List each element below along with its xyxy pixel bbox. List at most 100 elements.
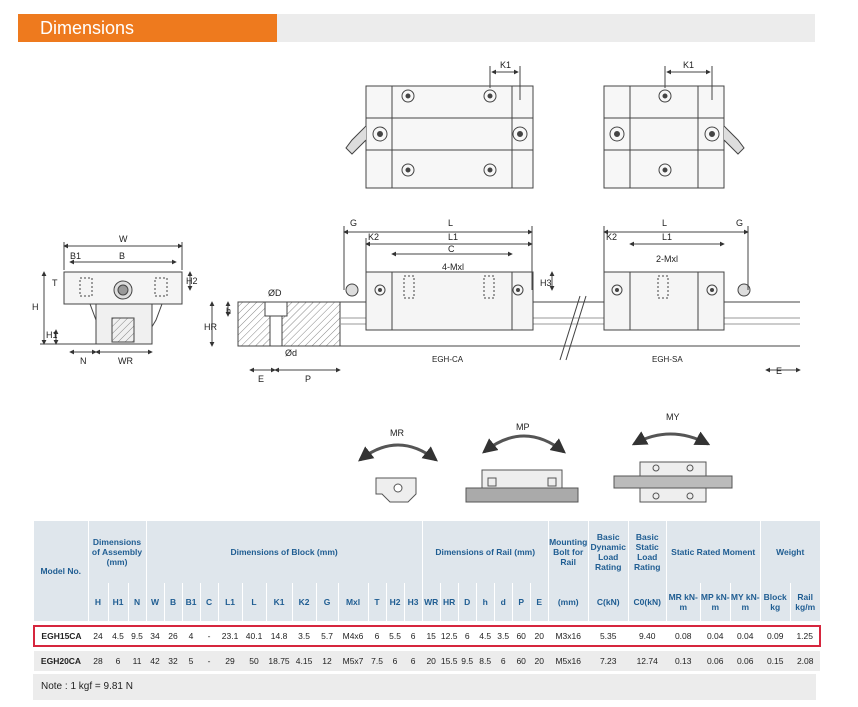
table-cell: 5.5 bbox=[386, 625, 405, 647]
model-cell: EGH15CA bbox=[33, 625, 88, 647]
dynamic-load-header: Basic Dynamic Load Rating bbox=[588, 521, 629, 583]
column-header: H3 bbox=[404, 583, 423, 621]
table-cell: 40.1 bbox=[242, 625, 267, 647]
table-cell: 0.13 bbox=[666, 651, 701, 671]
mxl-label-ca: 4-Mxl bbox=[442, 262, 464, 272]
e-rail-label: E bbox=[258, 374, 264, 384]
table-cell: 5 bbox=[182, 651, 201, 671]
column-header: P bbox=[512, 583, 531, 621]
technical-drawing: K1 K1 W B B1 T H H1 bbox=[32, 60, 801, 503]
phid-lower-label: Ød bbox=[285, 348, 297, 358]
w-label: W bbox=[119, 234, 128, 244]
footnote: Note : 1 kgf = 9.81 N bbox=[33, 674, 816, 700]
table-cell: 3.5 bbox=[494, 625, 513, 647]
column-header: H1 bbox=[108, 583, 129, 621]
mxl-label-sa: 2-Mxl bbox=[656, 254, 678, 264]
column-header: Block kg bbox=[760, 583, 791, 621]
column-header: MP kN-m bbox=[700, 583, 731, 621]
front-section-view bbox=[40, 242, 193, 355]
table-cell: M3x16 bbox=[548, 625, 589, 647]
h1-label: H1 bbox=[46, 330, 58, 340]
egh-ca-label: EGH-CA bbox=[432, 355, 464, 364]
table-cell: - bbox=[200, 625, 219, 647]
table-cell: 7.5 bbox=[368, 651, 387, 671]
e-sa-label: E bbox=[776, 366, 782, 376]
k1-label-sa: K1 bbox=[683, 60, 694, 70]
table-cell: 6 bbox=[458, 625, 477, 647]
table-cell: 29 bbox=[218, 651, 243, 671]
column-header: E bbox=[530, 583, 549, 621]
table-cell: 34 bbox=[146, 625, 165, 647]
table-cell: 7.23 bbox=[588, 651, 629, 671]
table-cell: 60 bbox=[512, 651, 531, 671]
column-header: B bbox=[164, 583, 183, 621]
table-cell: 12.5 bbox=[440, 625, 459, 647]
t-label: T bbox=[52, 278, 58, 288]
moment-mp-icon bbox=[465, 434, 579, 503]
table-cell: 6 bbox=[404, 651, 423, 671]
wr-label: WR bbox=[118, 356, 133, 366]
table-cell: 4.15 bbox=[292, 651, 317, 671]
h2-label: H2 bbox=[186, 276, 198, 286]
table-cell: 15.5 bbox=[440, 651, 459, 671]
l-label-sa: L bbox=[662, 218, 667, 228]
column-header: d bbox=[494, 583, 513, 621]
moment-header: Static Rated Moment bbox=[666, 521, 761, 583]
static-load-header: Basic Static Load Rating bbox=[628, 521, 667, 583]
table-cell: 9.5 bbox=[128, 625, 147, 647]
table-cell: 12.74 bbox=[628, 651, 667, 671]
table-cell: 0.09 bbox=[760, 625, 791, 647]
column-header: MY kN-m bbox=[730, 583, 761, 621]
table-cell: 32 bbox=[164, 651, 183, 671]
n-label: N bbox=[80, 356, 87, 366]
l1-label-sa: L1 bbox=[662, 232, 672, 242]
table-cell: 11 bbox=[128, 651, 147, 671]
k2-label-ca: K2 bbox=[368, 232, 379, 242]
block-header: Dimensions of Block (mm) bbox=[146, 521, 423, 583]
table-cell: 8.5 bbox=[476, 651, 495, 671]
k2-label-sa: K2 bbox=[606, 232, 617, 242]
moment-my-icon bbox=[613, 431, 733, 503]
g-label-ca: G bbox=[350, 218, 357, 228]
table-cell: 9.40 bbox=[628, 625, 667, 647]
column-header: H bbox=[88, 583, 109, 621]
moment-mr-icon bbox=[358, 443, 438, 503]
l-label-ca: L bbox=[448, 218, 453, 228]
table-cell: 6 bbox=[404, 625, 423, 647]
column-header: Mxl bbox=[338, 583, 369, 621]
p-label: P bbox=[305, 374, 311, 384]
top-view-sa bbox=[603, 66, 745, 189]
mp-label: MP bbox=[516, 422, 530, 432]
b-label: B bbox=[119, 251, 125, 261]
table-cell: 0.04 bbox=[700, 625, 731, 647]
column-header: h bbox=[476, 583, 495, 621]
top-view-ca bbox=[345, 66, 534, 189]
column-header: G bbox=[316, 583, 339, 621]
table-cell: 15 bbox=[422, 625, 441, 647]
table-cell: 23.1 bbox=[218, 625, 243, 647]
column-header: C bbox=[200, 583, 219, 621]
bolt-header: Mounting Bolt for Rail bbox=[548, 521, 589, 583]
table-cell: 18.75 bbox=[266, 651, 293, 671]
column-header: N bbox=[128, 583, 147, 621]
hr-label: HR bbox=[204, 322, 217, 332]
column-header: L bbox=[242, 583, 267, 621]
column-header: K1 bbox=[266, 583, 293, 621]
rail-header: Dimensions of Rail (mm) bbox=[422, 521, 549, 583]
column-header: C0(kN) bbox=[628, 583, 667, 621]
table-cell: 6 bbox=[368, 625, 387, 647]
column-header: W bbox=[146, 583, 165, 621]
table-cell: 28 bbox=[88, 651, 108, 671]
section-title: Dimensions bbox=[18, 14, 277, 42]
table-cell: 9.5 bbox=[458, 651, 477, 671]
column-header: D bbox=[458, 583, 477, 621]
table-cell: 20 bbox=[530, 625, 549, 647]
weight-header: Weight bbox=[760, 521, 821, 583]
table-cell: 50 bbox=[242, 651, 267, 671]
h-label: H bbox=[32, 302, 39, 312]
table-cell: 60 bbox=[512, 625, 531, 647]
table-cell: 6 bbox=[386, 651, 405, 671]
table-cell: 0.08 bbox=[666, 625, 701, 647]
